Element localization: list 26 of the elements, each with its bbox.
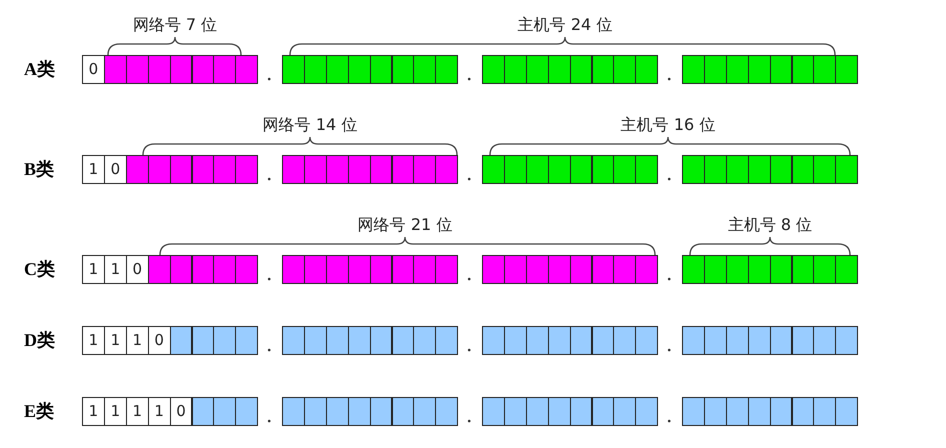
row-label: E类 xyxy=(24,400,54,422)
row-label: A类 xyxy=(24,58,55,80)
bit-cell: 1 xyxy=(126,397,149,426)
bit-cell: 1 xyxy=(104,326,127,355)
row-label: B类 xyxy=(24,158,54,180)
brace-label: 主机号 16 位 xyxy=(620,115,716,135)
bit-cell: 1 xyxy=(82,155,105,184)
brace-label: 主机号 8 位 xyxy=(728,215,812,235)
row-label: D类 xyxy=(24,329,55,351)
row-label: C类 xyxy=(24,258,55,280)
bit-cell: 1 xyxy=(82,397,105,426)
bit-cell: 1 xyxy=(126,326,149,355)
brace-label: 主机号 24 位 xyxy=(518,15,612,35)
bit-cell: 0 xyxy=(148,326,171,355)
bit-cell: 0 xyxy=(104,155,127,184)
bit-cell: 0 xyxy=(170,397,192,426)
brace-label: 网络号 14 位 xyxy=(262,115,358,135)
bit-cell: 0 xyxy=(126,255,149,284)
bit-cell: 0 xyxy=(82,55,105,84)
bit-cell: 1 xyxy=(104,255,127,284)
brace-label: 网络号 21 位 xyxy=(358,215,452,235)
bit-cell: 1 xyxy=(104,397,127,426)
bit-cell: 1 xyxy=(82,326,105,355)
bit-cell: 1 xyxy=(148,397,171,426)
bit-cell: 1 xyxy=(82,255,105,284)
brace-label: 网络号 7 位 xyxy=(132,15,218,35)
